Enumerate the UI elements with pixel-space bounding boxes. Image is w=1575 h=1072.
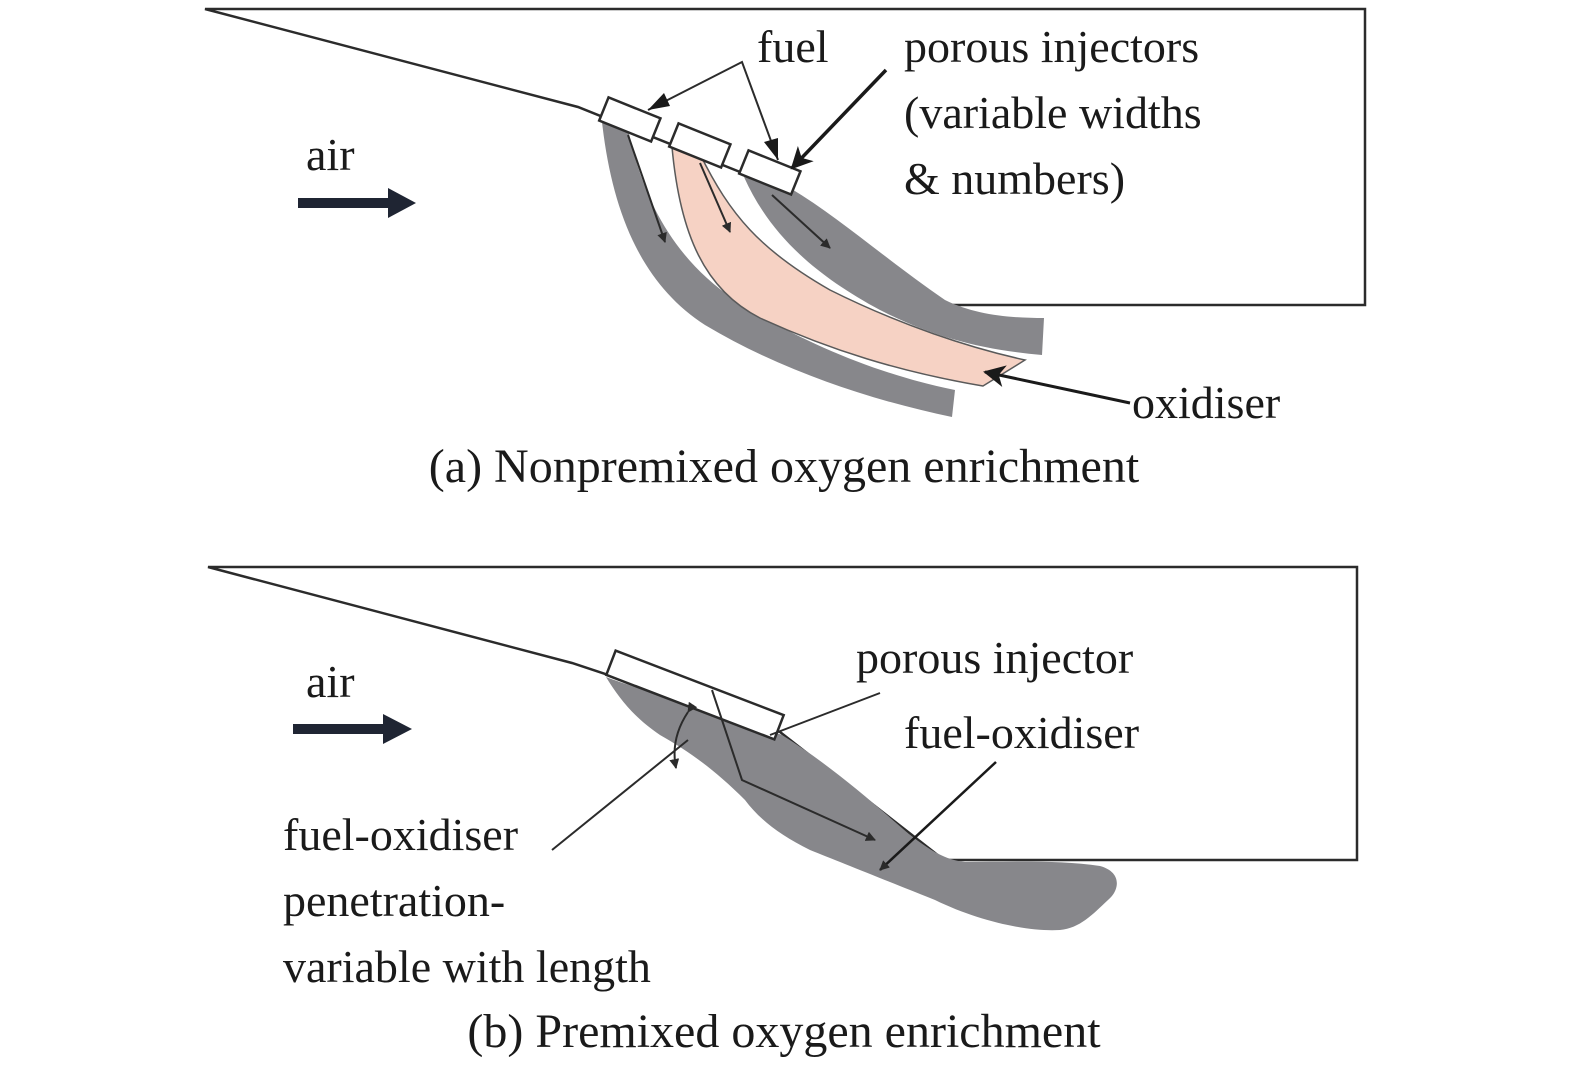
trajectory-arrow-b	[711, 689, 876, 841]
flow-arrow-2-a	[699, 162, 731, 233]
fuel-label-a: fuel	[757, 21, 829, 72]
porous-injector-1-a	[597, 95, 663, 144]
caption-a: (a) Nonpremixed oxygen enrichment	[429, 440, 1140, 493]
air-flow-arrow-a	[298, 188, 416, 218]
panel-b: air porous injector fuel-oxidiser fuel-o…	[207, 565, 1359, 1058]
porous-injectors-label-line2-a: (variable widths	[904, 87, 1202, 138]
porous-injectors-label-line3-a: & numbers)	[904, 153, 1125, 204]
penetration-leader-b	[551, 739, 689, 851]
penetration-label-line3-b: variable with length	[283, 941, 651, 992]
flow-arrow-3-a	[771, 194, 831, 249]
porous-injector-3-a	[737, 148, 803, 197]
oxidiser-plume-a	[671, 146, 1027, 387]
injector-leader-a	[790, 68, 888, 170]
air-label-a: air	[306, 129, 355, 180]
fuel-plume-left-a	[602, 122, 955, 417]
porous-injector-2-a	[667, 121, 733, 170]
oxidiser-leader-a	[983, 365, 1131, 405]
penetration-label-line2-b: penetration-	[283, 875, 505, 926]
caption-b: (b) Premixed oxygen enrichment	[467, 1005, 1101, 1058]
penetration-arc-b	[669, 701, 698, 769]
fuel-leader-a	[647, 60, 779, 161]
air-flow-arrow-b	[293, 714, 412, 744]
fuel-oxidiser-leader-b	[879, 761, 997, 871]
fuel-plume-right-a	[744, 177, 1044, 355]
air-label-b: air	[306, 656, 355, 707]
oxidiser-label-a: oxidiser	[1132, 377, 1280, 428]
fuel-oxidiser-label-b: fuel-oxidiser	[904, 707, 1139, 758]
porous-injectors-label-a: porous injectors	[904, 21, 1199, 72]
porous-injector-label-b: porous injector	[856, 632, 1133, 683]
penetration-label-line1-b: fuel-oxidiser	[283, 809, 518, 860]
flow-arrow-1-a	[627, 134, 667, 243]
injector-leader-b	[769, 692, 881, 736]
panel-a: air fuel porous injectors (variable widt…	[204, 7, 1367, 493]
fuel-oxidiser-plume-b	[606, 677, 1117, 931]
